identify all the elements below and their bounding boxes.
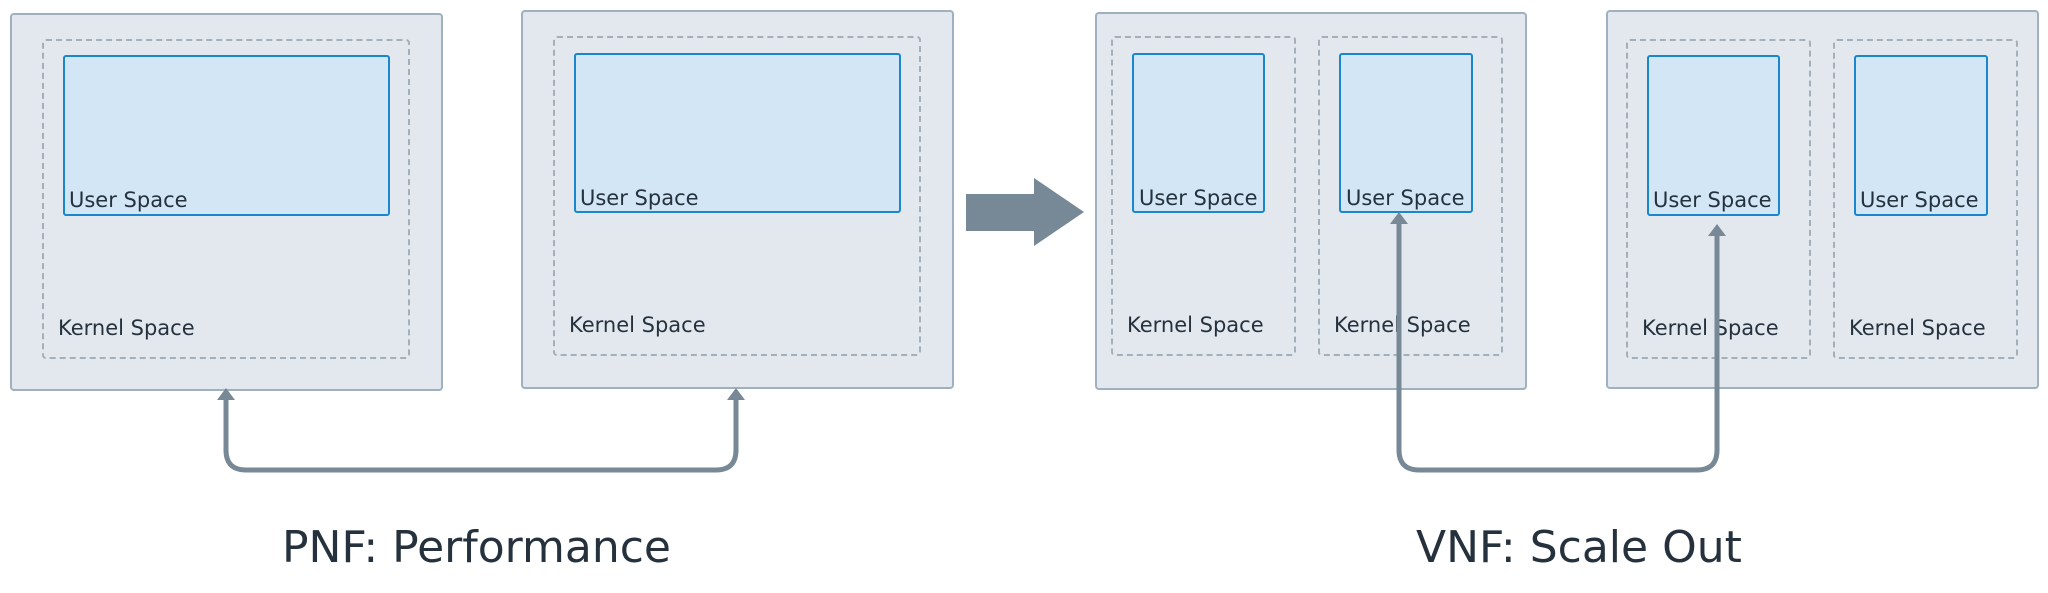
vnf-server-1-kernel-space-b-label: Kernel Space — [1334, 313, 1471, 337]
vnf-server-1-kernel-space-a-label: Kernel Space — [1127, 313, 1264, 337]
pnf-connector-arrowhead-right — [727, 388, 745, 400]
pnf-server-1-user-space — [63, 55, 390, 216]
pnf-server-2-user-space-label: User Space — [580, 186, 699, 210]
pnf-server-1-kernel-space-label: Kernel Space — [58, 316, 195, 340]
pnf-server-2-kernel-space — [553, 36, 921, 356]
vnf-connector-arrowhead-left — [1390, 212, 1408, 224]
vnf-server-1-kernel-space-a — [1111, 36, 1296, 356]
vnf-server-2-user-space-a-label: User Space — [1653, 188, 1772, 212]
vnf-server-2-user-space-b-label: User Space — [1860, 188, 1979, 212]
pnf-server-1-kernel-space — [42, 39, 410, 359]
caption-pnf: PNF: Performance — [282, 522, 671, 573]
vnf-connector-line — [1396, 219, 1720, 473]
vnf-server-1-user-space-a — [1132, 53, 1265, 213]
pnf-server-1-user-space-label: User Space — [69, 188, 188, 212]
vnf-server-2-user-space-a — [1647, 55, 1780, 216]
vnf-server-2-kernel-space-a-label: Kernel Space — [1642, 316, 1779, 340]
vnf-server-1-user-space-b-label: User Space — [1346, 186, 1465, 210]
vnf-server-2-user-space-b — [1854, 55, 1988, 216]
vnf-server-2-kernel-space-b-label: Kernel Space — [1849, 316, 1986, 340]
caption-vnf: VNF: Scale Out — [1416, 522, 1742, 573]
vnf-server-1-user-space-b — [1339, 53, 1473, 213]
vnf-server-1-kernel-space-b — [1318, 36, 1503, 356]
vnf-connector-arrowhead-right — [1708, 224, 1726, 236]
pnf-connector-arrowhead-left — [217, 388, 235, 400]
vnf-server-1-user-space-a-label: User Space — [1139, 186, 1258, 210]
pnf-connector-line — [223, 395, 739, 473]
pnf-server-2-kernel-space-label: Kernel Space — [569, 313, 706, 337]
transition-arrow-icon — [966, 178, 1084, 246]
vnf-server-2-kernel-space-b — [1833, 39, 2018, 359]
pnf-server-2-user-space — [574, 53, 901, 213]
